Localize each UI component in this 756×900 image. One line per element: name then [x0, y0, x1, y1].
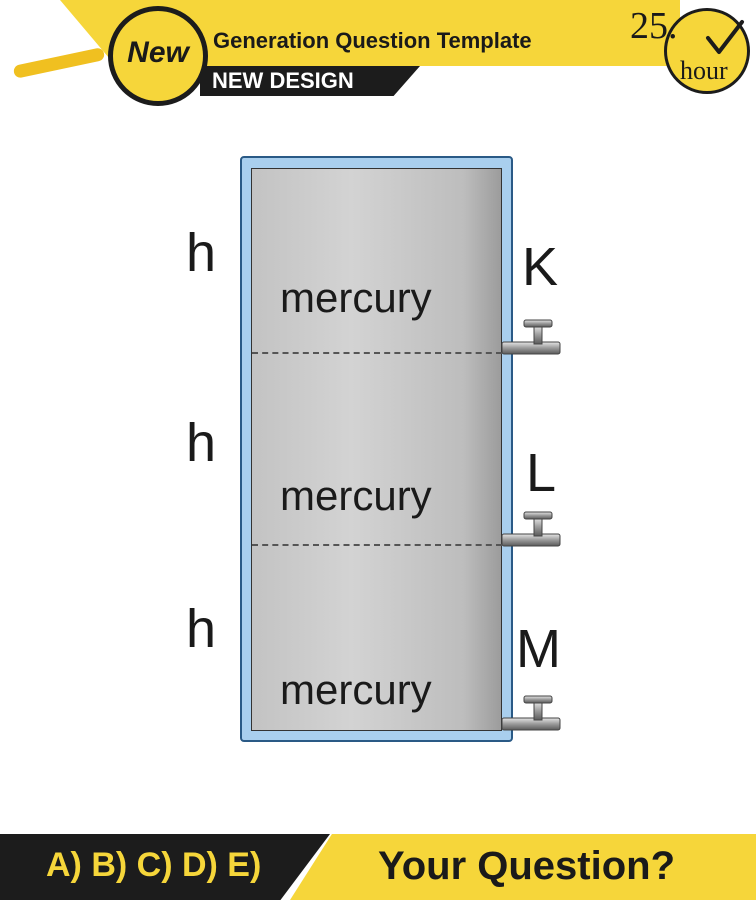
tap-label-k: K: [522, 237, 559, 297]
valve-icon-k: [501, 319, 561, 355]
tank-mercury-column: [251, 168, 502, 731]
height-label-middle: h: [186, 413, 217, 473]
checkmark-icon: [706, 20, 744, 54]
tap-label-m: M: [516, 619, 561, 679]
magnifier-icon: [108, 6, 208, 106]
new-badge: New: [127, 36, 189, 69]
height-label-bottom: h: [186, 599, 217, 659]
level-divider-1: [252, 352, 502, 354]
timer-clock-icon: [664, 8, 750, 94]
valve-icon-m: [501, 695, 561, 731]
header-subtitle: NEW DESIGN: [212, 68, 354, 93]
level-divider-2: [252, 544, 502, 546]
header-subband: [200, 66, 420, 96]
magnifier-handle-icon: [12, 47, 106, 79]
timer-number: 25.: [630, 5, 678, 47]
mercury-label-bottom: mercury: [280, 666, 432, 713]
valve-icon-l: [501, 511, 561, 547]
height-label-top: h: [186, 223, 217, 283]
answer-options: A) B) C) D) E): [46, 846, 262, 884]
header-title: Generation Question Template: [213, 28, 532, 53]
footer-question-band: [290, 834, 756, 900]
question-text: Your Question?: [378, 844, 676, 888]
timer-unit: hour: [680, 56, 728, 85]
footer-options-band: [0, 834, 330, 900]
mercury-label-top: mercury: [280, 274, 432, 321]
mercury-label-middle: mercury: [280, 472, 432, 519]
tap-label-l: L: [526, 443, 557, 503]
